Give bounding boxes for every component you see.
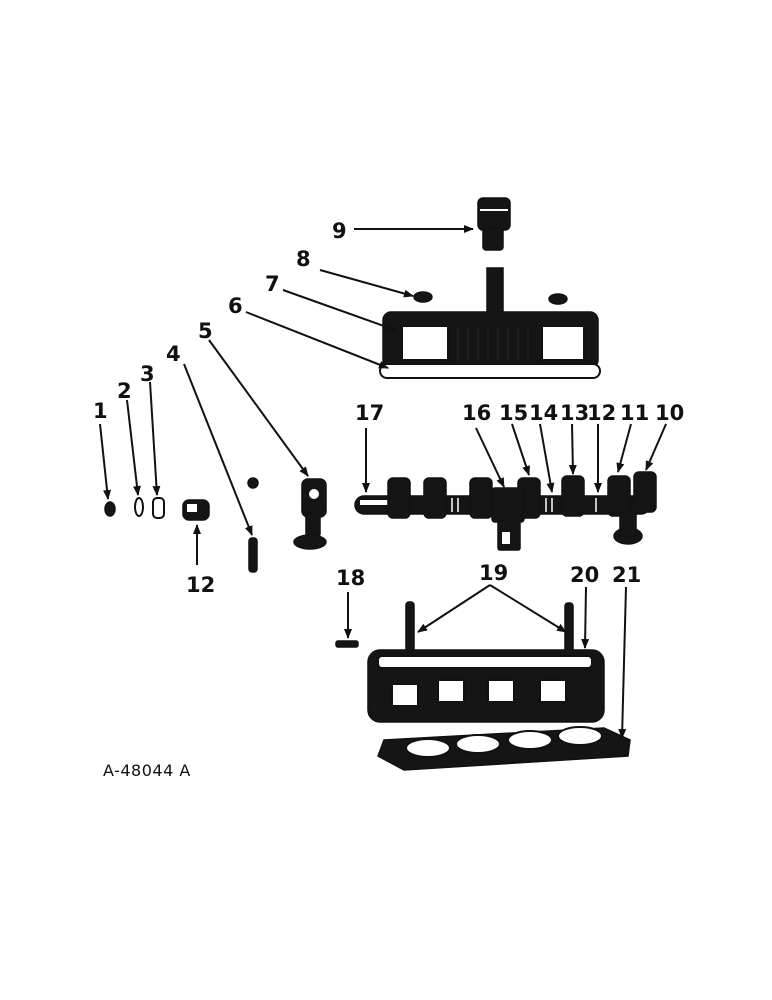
cover-plug-right-part bbox=[548, 293, 568, 305]
callout-9: 9 bbox=[332, 219, 347, 243]
pin-part bbox=[248, 537, 258, 573]
rocker-arm-part bbox=[293, 478, 327, 550]
callout-17: 17 bbox=[355, 401, 384, 425]
ball-part bbox=[247, 477, 259, 489]
callout-labels: 1 2 3 4 5 6 7 8 9 10 11 12 13 14 15 16 1… bbox=[93, 219, 684, 597]
callout-18: 18 bbox=[336, 566, 365, 590]
callout-8: 8 bbox=[296, 247, 311, 271]
callout-16: 16 bbox=[462, 401, 491, 425]
breather-cap-part bbox=[477, 197, 511, 251]
callout-5: 5 bbox=[198, 319, 213, 343]
callout-20: 20 bbox=[570, 563, 599, 587]
callout-11: 11 bbox=[620, 401, 649, 425]
washer-part bbox=[134, 497, 144, 517]
head-gasket-part bbox=[377, 726, 631, 771]
spacer-part bbox=[182, 499, 210, 521]
callout-2: 2 bbox=[117, 379, 132, 403]
cover-plug-left-part bbox=[413, 291, 433, 303]
callout-1: 1 bbox=[93, 399, 108, 423]
spring-part bbox=[152, 497, 165, 519]
callout-12-shaft: 12 bbox=[587, 401, 616, 425]
callout-10: 10 bbox=[655, 401, 684, 425]
figure-reference: A-48044 A bbox=[103, 761, 191, 780]
nut-part bbox=[104, 501, 116, 517]
callout-15: 15 bbox=[499, 401, 528, 425]
callout-7: 7 bbox=[265, 272, 280, 296]
callout-6: 6 bbox=[228, 294, 243, 318]
valve-cover-gasket-part bbox=[379, 363, 601, 379]
callout-14: 14 bbox=[529, 401, 558, 425]
rocker-shaft-assembly-part bbox=[354, 471, 657, 551]
callout-4: 4 bbox=[166, 342, 181, 366]
callout-13: 13 bbox=[560, 401, 589, 425]
callout-19: 19 bbox=[479, 561, 508, 585]
callout-21: 21 bbox=[612, 563, 641, 587]
callout-3: 3 bbox=[140, 362, 155, 386]
cylinder-head-part bbox=[367, 649, 605, 723]
short-stud-part bbox=[335, 640, 359, 648]
valve-cover-part bbox=[382, 267, 599, 369]
callout-12-spacer: 12 bbox=[186, 573, 215, 597]
leader-lines bbox=[99, 225, 667, 739]
